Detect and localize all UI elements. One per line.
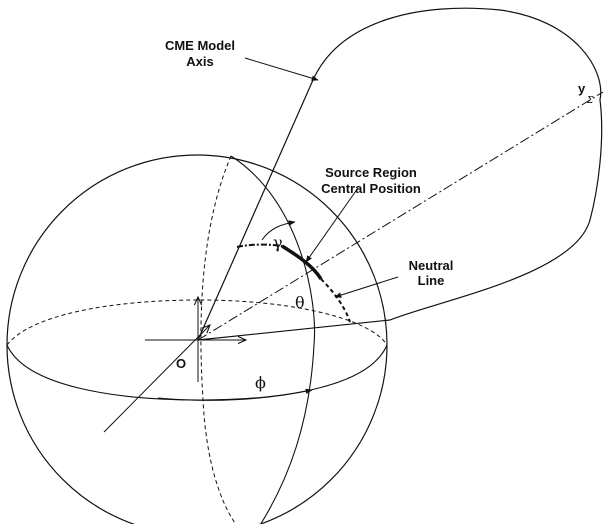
y-axis-subscript: Σ bbox=[586, 96, 594, 106]
cme-model-axis-label-line2: Axis bbox=[186, 54, 213, 69]
y-axis-label: y bbox=[578, 81, 586, 96]
neutral-line-solid bbox=[281, 244, 323, 280]
origin-label: O bbox=[176, 356, 186, 371]
gamma-arrow bbox=[261, 220, 296, 241]
neutral-line-label-line1: Neutral bbox=[409, 258, 454, 273]
neutral-line-pointer bbox=[334, 276, 399, 298]
neutral-line-dashed bbox=[320, 278, 351, 323]
cme-axis-pointer bbox=[244, 57, 319, 81]
phi-symbol: ϕ bbox=[255, 373, 266, 392]
equator-back bbox=[6, 299, 388, 346]
source-region-label-line1: Source Region bbox=[325, 165, 417, 180]
origin-depth-axis bbox=[103, 325, 210, 433]
equator-front bbox=[6, 344, 388, 401]
cme-model-outline bbox=[197, 7, 603, 341]
y-sigma-axis bbox=[197, 91, 603, 341]
meridian-front bbox=[230, 155, 316, 524]
gamma-symbol: γ bbox=[273, 233, 283, 252]
meridian-back bbox=[200, 155, 237, 524]
neutral-line-label-line2: Line bbox=[418, 273, 445, 288]
phi-arrow bbox=[157, 388, 313, 401]
cme-model-axis-label-line1: CME Model bbox=[165, 38, 235, 53]
source-region-label-line2: Central Position bbox=[321, 181, 421, 196]
theta-symbol: θ bbox=[295, 293, 305, 312]
gamma-arc bbox=[236, 243, 283, 248]
source-region-pointer bbox=[305, 187, 359, 263]
